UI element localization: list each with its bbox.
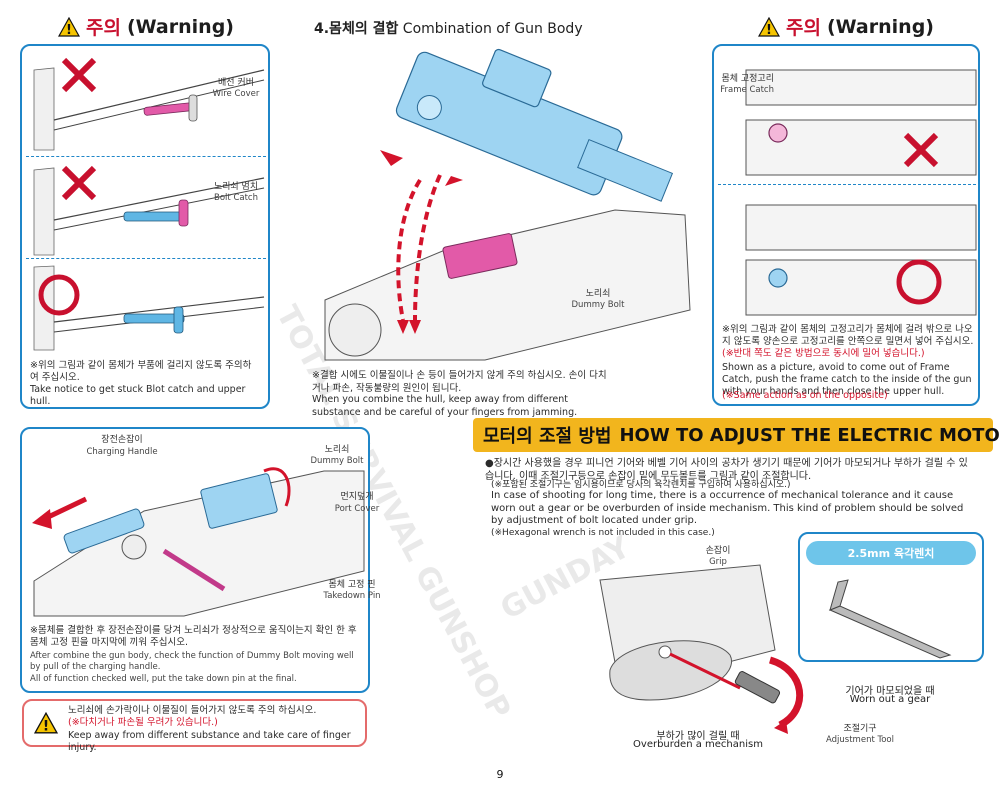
motor-desc-en-red: (※Hexagonal wrench is not included in th… <box>491 528 715 538</box>
wire-cover-label-en: Wire Cover <box>212 89 260 99</box>
warning-triangle-icon: ! <box>34 712 58 734</box>
bottom-left-note-en2: All of function checked well, put the ta… <box>30 674 297 684</box>
left-warning-header: ! 주의 (Warning) <box>58 13 234 40</box>
frame-catch-correct-illustration <box>745 204 977 316</box>
bottom-left-note-en1: After combine the gun body, check the fu… <box>30 651 354 672</box>
frame-catch-wrong-illustration <box>745 69 977 176</box>
adj-tool-label-en: Adjustment Tool <box>825 735 894 745</box>
center-note-ko: ※결합 시에도 이물질이나 손 등이 들어가지 않게 주의 하십시오. 손이 다… <box>312 370 607 394</box>
charging-handle-illustration <box>32 467 365 617</box>
right-note-en-red: (※Same action as on the opposite) <box>722 390 888 401</box>
svg-text:!: ! <box>766 23 772 37</box>
divider <box>718 184 976 185</box>
grip-label-ko: 손잡이 <box>705 546 731 556</box>
wire-cover-label-ko: 배선 커버 <box>218 78 254 88</box>
right-warning-ko: 주의 <box>786 17 821 39</box>
section-title-ko: 4.몸체의 결합 <box>314 21 399 37</box>
wire-cover-illustration <box>33 57 265 151</box>
port-cover-label-ko: 먼지덮개 <box>340 492 374 502</box>
right-note-en: Shown as a picture, avoid to come out of… <box>722 362 972 397</box>
svg-text:!: ! <box>66 23 72 37</box>
worn-gear-label-en: Worn out a gear <box>849 694 931 705</box>
right-warning-header: ! 주의 (Warning) <box>758 13 934 40</box>
motor-desc-ko-red: (※포함된 조절기구는 임시용이므로 당사의 육각렌치를 구입하여 사용하십시오… <box>491 480 791 490</box>
correct-position-illustration <box>33 265 265 351</box>
section-title: 4.몸체의 결합 Combination of Gun Body <box>314 18 583 38</box>
grip-label-en: Grip <box>709 557 727 567</box>
left-note-en: Take notice to get stuck Blot catch and … <box>30 384 246 407</box>
left-warning-panel: 배선 커버 Wire Cover 노리쇠 멈치 Bolt Catch ※위의 그… <box>20 44 270 409</box>
dummy-bolt-label-ko: 노리쇠 <box>585 289 611 299</box>
dummy-bolt2-label-ko: 노리쇠 <box>324 445 350 455</box>
motor-adjust-banner: 모터의 조절 방법 HOW TO ADJUST THE ELECTRIC MOT… <box>473 418 1000 452</box>
motor-desc-ko: ●장시간 사용했을 경우 피니언 기어와 베벨 기어 사이의 공차가 생기기 때… <box>485 458 968 482</box>
overburden-label-en: Overburden a mechanism <box>633 739 763 750</box>
divider <box>26 258 266 259</box>
frame-catch-label-en: Frame Catch <box>720 85 774 95</box>
charging-handle-panel: 장전손잡이 Charging Handle 노리쇠 Dummy Bolt 먼지덮… <box>20 427 381 693</box>
right-note-ko-red: (※반대 쪽도 같은 방법으로 동시에 밀어 넣습니다.) <box>722 348 925 359</box>
motor-title-ko: 모터의 조절 방법 <box>483 426 612 447</box>
divider <box>26 156 266 157</box>
left-warning-ko: 주의 <box>86 17 121 39</box>
overburden-label-ko: 부하가 많이 걸릴 때 <box>656 731 740 742</box>
port-cover-label-en: Port Cover <box>334 504 380 514</box>
svg-text:!: ! <box>43 719 49 734</box>
section-title-en: Combination of Gun Body <box>402 21 583 37</box>
gun-body-combination-illustration <box>324 48 691 361</box>
bottom-left-note-ko: ※몸체를 결합한 후 장전손잡이를 당겨 노리쇠가 정상적으로 움직이는지 확인… <box>30 625 357 648</box>
bolt-catch-label-ko: 노리쇠 멈치 <box>213 182 259 192</box>
frame-catch-label-ko: 몸체 고정고리 <box>721 74 774 84</box>
right-warning-panel: 몸체 고정고리 Frame Catch ※위의 그림과 같이 몸체의 고정고리가… <box>712 44 980 406</box>
dummy-bolt-label-en: Dummy Bolt <box>571 300 625 310</box>
bottom-warning-ko: 노리쇠에 손가락이나 이물질이 들어가지 않도록 주의 하십시오. <box>68 705 317 716</box>
bolt-catch-illustration <box>33 165 265 256</box>
left-note-ko: ※위의 그림과 같이 몸체가 부품에 걸리지 않도록 주의하여 주십시오. <box>30 360 252 383</box>
motor-desc-en: In case of shooting for long time, there… <box>491 490 964 526</box>
wrench-label-badge: 2.5mm 육각렌치 <box>806 541 976 565</box>
bottom-warning-en: Keep away from different substance and t… <box>68 730 351 753</box>
takedown-pin-label-ko: 몸체 고정 핀 <box>328 580 376 590</box>
page-number: 9 <box>496 768 504 781</box>
hex-wrench-illustration <box>828 579 952 659</box>
adj-tool-label-ko: 조절기구 <box>843 724 877 734</box>
right-note-ko: ※위의 그림과 같이 몸체의 고정고리가 몸체에 걸려 밖으로 나오지 않도록 … <box>722 324 974 347</box>
charging-handle-label-ko: 장전손잡이 <box>101 435 143 445</box>
center-note-en: When you combine the hull, keep away fro… <box>312 394 578 418</box>
motor-title-en: HOW TO ADJUST THE ELECTRIC MOTOR <box>619 424 1000 446</box>
dummy-bolt2-label-en: Dummy Bolt <box>310 456 364 466</box>
bottom-warning-ko-red: (※다치거나 파손될 우려가 있습니다.) <box>68 717 218 728</box>
takedown-pin-label-en: Takedown Pin <box>323 591 381 601</box>
worn-gear-label-ko: 기어가 마모되었을 때 <box>845 686 935 697</box>
charging-handle-label-en: Charging Handle <box>86 447 158 457</box>
bolt-catch-label-en: Bolt Catch <box>214 193 258 203</box>
finger-injury-warning: ! 노리쇠에 손가락이나 이물질이 들어가지 않도록 주의 하십시오. (※다치… <box>22 699 367 753</box>
grip-adjustment-illustration <box>599 564 804 734</box>
right-warning-en: (Warning) <box>826 15 934 38</box>
warning-triangle-icon: ! <box>758 16 780 37</box>
warning-triangle-icon: ! <box>58 16 80 37</box>
left-warning-en: (Warning) <box>126 15 234 38</box>
